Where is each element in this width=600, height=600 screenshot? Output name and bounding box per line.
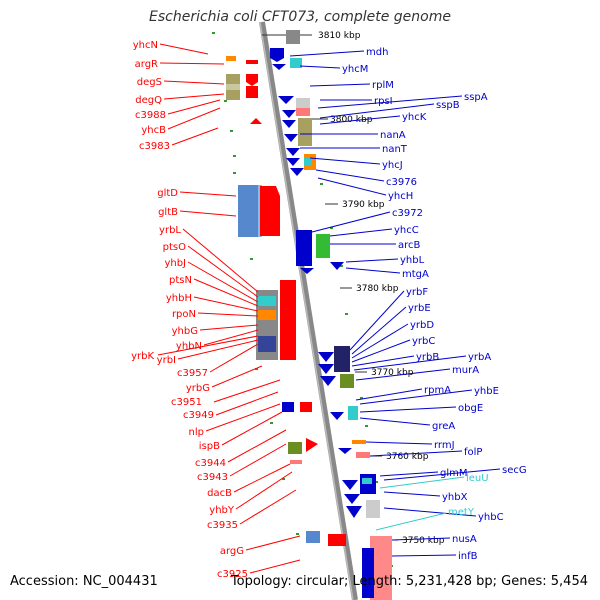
gene-label[interactable]: yrbL — [159, 225, 181, 236]
gene-label[interactable]: ptsN — [169, 275, 192, 286]
kbp-marker: 3760 kbp — [386, 452, 429, 462]
gene-label[interactable]: dacB — [207, 488, 232, 499]
kbp-marker: 3780 kbp — [356, 284, 399, 294]
gene-label[interactable]: mdh — [366, 47, 388, 58]
topology-info: Topology: circular; Length: 5,231,428 bp… — [230, 574, 588, 589]
gene-label[interactable]: degS — [137, 77, 162, 88]
gene-label[interactable]: murA — [452, 365, 479, 376]
rna-leaders — [375, 476, 465, 531]
gene-label[interactable]: ispB — [199, 441, 220, 452]
gene-label[interactable]: leuU — [466, 473, 489, 484]
kbp-marker: 3810 kbp — [318, 31, 361, 41]
gene-label[interactable]: argR — [135, 59, 158, 70]
gene-label[interactable]: arcB — [398, 240, 421, 251]
gene-label[interactable]: rpsI — [374, 96, 393, 107]
kbp-marker: 3790 kbp — [342, 200, 385, 210]
gene-label[interactable]: yhcM — [342, 64, 368, 75]
gene-label[interactable]: mtgA — [402, 269, 429, 280]
gene-label[interactable]: yhcN — [133, 40, 158, 51]
gene-label[interactable]: rpoN — [172, 309, 196, 320]
gene-label[interactable]: yhbL — [400, 255, 425, 266]
gene-label[interactable]: sspA — [464, 92, 488, 103]
gene-label[interactable]: nanA — [380, 130, 406, 141]
gene-label[interactable]: yrbG — [186, 383, 210, 394]
gene-label[interactable]: argG — [220, 546, 244, 557]
gene-label[interactable]: gltB — [158, 207, 178, 218]
gene-label[interactable]: yrbA — [468, 352, 491, 363]
minor-ticks — [212, 32, 393, 567]
gene-label[interactable]: glmM — [440, 468, 468, 479]
gene-label[interactable]: rrmJ — [434, 440, 455, 451]
gene-label[interactable]: yrbB — [416, 352, 439, 363]
gene-label[interactable]: yhbC — [478, 512, 504, 523]
gene-label[interactable]: metY — [448, 507, 475, 518]
gene-label[interactable]: c3951 — [171, 397, 202, 408]
kbp-marker: 3800 kbp — [330, 115, 373, 125]
gene-label[interactable]: greA — [432, 421, 455, 432]
reverse-leaders — [289, 50, 501, 557]
gene-label[interactable]: gltD — [157, 188, 178, 199]
gene-label[interactable]: sspB — [436, 100, 460, 111]
gene-label[interactable]: c3972 — [392, 208, 423, 219]
gene-label[interactable]: c3935 — [207, 520, 238, 531]
gene-label[interactable]: c3976 — [386, 177, 417, 188]
gene-label[interactable]: c3949 — [183, 410, 214, 421]
gene-label[interactable]: infB — [458, 551, 478, 562]
rna-gene-labels: leuU metY — [448, 473, 489, 518]
gene-label[interactable]: yrbC — [412, 336, 435, 347]
forward-gene-labels: yhcN argR degS degQ c3988 yhcB c3983 glt… — [131, 40, 248, 580]
gene-label[interactable]: yhbE — [474, 386, 499, 397]
kbp-marker: 3770 kbp — [371, 368, 414, 378]
reverse-gene-labels: mdh yhcM rplM rpsI sspA sspB yhcK nanA n… — [342, 47, 527, 562]
gene-label[interactable]: yhbX — [442, 492, 468, 503]
gene-label[interactable]: yhbH — [166, 293, 192, 304]
gene-label[interactable]: yrbI — [157, 355, 176, 366]
gene-label[interactable]: yhbN — [176, 341, 202, 352]
gene-label[interactable]: yhbY — [209, 505, 235, 516]
forward-genes — [226, 56, 346, 546]
gene-label[interactable]: yhcJ — [382, 160, 403, 171]
genome-title: Escherichia coli CFT073, complete genome — [149, 9, 451, 25]
reverse-genes — [270, 30, 392, 600]
gene-label[interactable]: c3957 — [177, 368, 208, 379]
gene-label[interactable]: yrbK — [131, 351, 154, 362]
gene-label[interactable]: rplM — [372, 80, 394, 91]
gene-label[interactable]: c3988 — [135, 110, 166, 121]
gene-label[interactable]: yrbE — [408, 303, 431, 314]
gene-label[interactable]: yhcB — [141, 125, 166, 136]
gene-label[interactable]: yhcC — [394, 225, 419, 236]
gene-label[interactable]: yhcK — [402, 112, 427, 123]
gene-label[interactable]: degQ — [135, 95, 162, 106]
gene-label[interactable]: c3943 — [197, 472, 228, 483]
gene-label[interactable]: yhbG — [172, 326, 198, 337]
gene-label[interactable]: nlp — [189, 427, 204, 438]
forward-leaders — [157, 43, 301, 574]
gene-label[interactable]: nusA — [452, 534, 477, 545]
gene-label[interactable]: yrbF — [406, 287, 428, 298]
accession-label: Accession: NC_004431 — [10, 574, 158, 589]
gene-label[interactable]: ptsO — [163, 242, 186, 253]
gene-label[interactable]: yhcH — [388, 191, 413, 202]
gene-label[interactable]: c3925 — [217, 569, 248, 580]
gene-label[interactable]: obgE — [458, 403, 483, 414]
gene-label[interactable]: secG — [502, 465, 527, 476]
gene-label[interactable]: yrbD — [410, 320, 434, 331]
kbp-marker: 3750 kbp — [402, 536, 445, 546]
gene-label[interactable]: c3944 — [195, 458, 226, 469]
gene-label[interactable]: folP — [464, 447, 482, 458]
gene-label[interactable]: yhbJ — [164, 258, 186, 269]
gene-label[interactable]: c3983 — [139, 141, 170, 152]
gene-label[interactable]: rpmA — [424, 385, 451, 396]
gene-label[interactable]: nanT — [382, 144, 408, 155]
genome-backbone — [259, 21, 358, 600]
